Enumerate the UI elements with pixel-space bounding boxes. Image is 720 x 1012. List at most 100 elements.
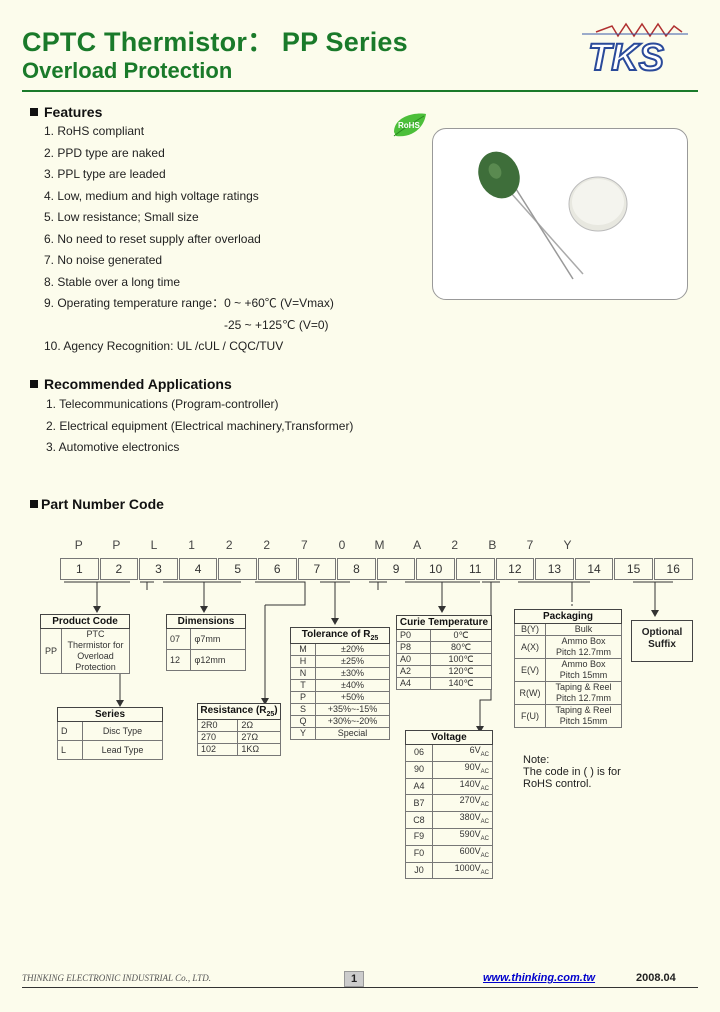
- resistance-title: Resistance (R25): [197, 703, 281, 720]
- features-heading: Features: [30, 104, 102, 120]
- pn-position: 6: [257, 558, 297, 580]
- pn-letter: B: [488, 538, 497, 552]
- pn-letter: 1: [188, 538, 195, 552]
- product-photo: [432, 128, 688, 300]
- feature-item: 10. Agency Recognition: UL /cUL / CQC/TU…: [44, 339, 284, 353]
- page-title: CPTC Thermistor： PP Series: [22, 27, 408, 57]
- dimensions-title: Dimensions: [166, 614, 246, 629]
- tolerance-value: +50%: [315, 691, 390, 704]
- dimension-value: φ12mm: [190, 649, 246, 671]
- footer-divider: [22, 987, 698, 988]
- tolerance-value: +30%~-20%: [315, 715, 390, 728]
- curie-value: 100℃: [430, 653, 492, 666]
- tolerance-value: Special: [315, 727, 390, 740]
- tolerance-code: H: [290, 655, 316, 668]
- tolerance-value: ±25%: [315, 655, 390, 668]
- tolerance-code: S: [290, 703, 316, 716]
- curie-code: A2: [395, 665, 432, 678]
- tolerance-value: ±40%: [315, 679, 390, 692]
- resistance-value: 1KΩ: [237, 743, 281, 756]
- voltage-code: F9: [405, 827, 433, 846]
- tolerance-value: ±20%: [315, 643, 390, 656]
- voltage-title: Voltage: [405, 730, 493, 745]
- voltage-code: J0: [405, 861, 433, 880]
- tolerance-code: P: [290, 691, 316, 704]
- feature-item: 8. Stable over a long time: [44, 274, 181, 289]
- series-code: D: [57, 721, 83, 741]
- pn-letter: A: [413, 538, 422, 552]
- pn-position: 1: [60, 558, 99, 580]
- feature-item: -25 ~ +125℃ (V=0): [224, 317, 329, 332]
- feature-item: 9. Operating temperature range：0 ~ +60℃ …: [44, 296, 334, 310]
- dimension-value: φ7mm: [190, 628, 246, 650]
- packaging-desc: Taping & Reel Pitch 15mm: [545, 704, 622, 728]
- voltage-code: B7: [405, 794, 433, 813]
- curie-value: 0℃: [430, 629, 492, 642]
- footer-company: THINKING ELECTRONIC INDUSTRIAL Co., LTD.: [22, 973, 211, 983]
- tolerance-code: Q: [290, 715, 316, 728]
- header-divider: [22, 90, 698, 92]
- features-list: 1. RoHS compliant 2. PPD type are naked …: [44, 121, 424, 358]
- application-item: 3. Automotive electronics: [46, 440, 180, 454]
- tolerance-code: N: [290, 667, 316, 680]
- product-code-desc: PTC Thermistor for Overload Protection: [61, 628, 130, 674]
- voltage-value: 600VAC: [431, 844, 494, 863]
- packaging-title: Packaging: [514, 609, 622, 624]
- feature-item: 2. PPD type are naked: [44, 145, 165, 160]
- packaging-desc: Bulk: [545, 623, 622, 636]
- packaging-code: B(Y): [514, 623, 546, 636]
- tolerance-title: Tolerance of R25: [290, 627, 390, 644]
- part-number-positions: 1 2 3 4 5 6 7 8 9 10 11 12 13 14 15 16: [60, 558, 694, 580]
- series-desc: Disc Type: [82, 721, 163, 741]
- pn-position: 8: [337, 558, 376, 580]
- feature-item: 5. Low resistance; Small size: [44, 210, 199, 224]
- tolerance-code: T: [290, 679, 316, 692]
- pn-letter: 2: [225, 538, 233, 552]
- feature-item: 6. No need to reset supply after overloa…: [44, 231, 261, 246]
- applications-heading: Recommended Applications: [30, 376, 232, 392]
- pn-position: 4: [178, 558, 218, 580]
- pn-position: 5: [218, 558, 257, 580]
- pn-position: 9: [376, 558, 416, 580]
- tolerance-value: ±30%: [315, 667, 390, 680]
- tolerance-code: M: [290, 643, 316, 656]
- curie-code: A0: [395, 653, 432, 666]
- pn-position: 10: [416, 558, 455, 580]
- voltage-code: 90: [405, 760, 433, 779]
- svg-text:RoHS: RoHS: [398, 121, 420, 130]
- resistance-value: 27Ω: [237, 731, 281, 744]
- product-code-title: Product Code: [40, 614, 130, 629]
- curie-value: 140℃: [430, 677, 492, 690]
- pn-position: 16: [653, 558, 693, 580]
- packaging-code: E(V): [514, 658, 546, 682]
- feature-item: 7. No noise generated: [44, 253, 163, 267]
- series-title: Series: [57, 707, 163, 722]
- part-number-heading: Part Number Code: [30, 496, 164, 512]
- pn-position: 2: [99, 558, 139, 580]
- voltage-value: 6VAC: [431, 744, 494, 762]
- curie-title: Curie Temperature: [396, 615, 492, 630]
- website-link[interactable]: www.thinking.com.tw: [483, 972, 596, 984]
- resistance-code: 270: [196, 731, 239, 744]
- document-date: 2008.04: [636, 972, 676, 984]
- pn-position: 14: [574, 558, 614, 580]
- pn-letter: P: [112, 538, 121, 552]
- pn-letter: Y: [563, 538, 572, 552]
- voltage-code: 06: [405, 744, 433, 762]
- voltage-code: F0: [405, 844, 433, 863]
- series-desc: Lead Type: [82, 740, 163, 760]
- application-item: 2. Electrical equipment (Electrical mach…: [46, 418, 354, 433]
- curie-value: 120℃: [430, 665, 492, 678]
- packaging-desc: Taping & Reel Pitch 12.7mm: [545, 681, 622, 705]
- feature-item: 1. RoHS compliant: [44, 124, 145, 138]
- resistance-code: 102: [196, 743, 239, 756]
- curie-code: A4: [395, 677, 432, 690]
- dimension-code: 12: [165, 649, 192, 671]
- optional-suffix-box: Optional Suffix: [631, 620, 693, 662]
- product-code-table: Product Code PP PTC Thermistor for Overl…: [40, 614, 130, 674]
- dimension-code: 07: [165, 628, 192, 650]
- voltage-value: 1000VAC: [431, 861, 494, 880]
